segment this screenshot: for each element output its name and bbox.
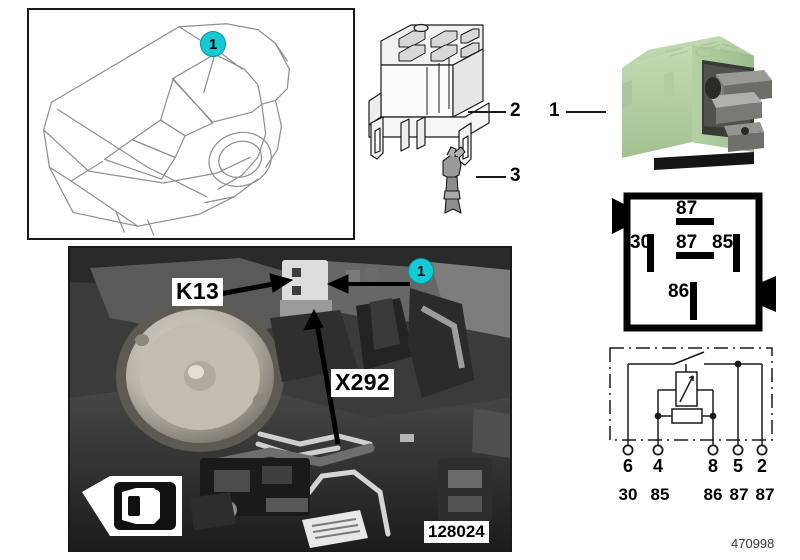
parts-outline-svg xyxy=(368,23,490,214)
svg-text:30: 30 xyxy=(630,232,651,253)
vehicle-outline-svg xyxy=(42,23,290,236)
svg-text:30: 30 xyxy=(619,485,638,504)
leader-line-part-2 xyxy=(468,111,506,113)
svg-text:2: 2 xyxy=(757,456,767,476)
part-number-2: 2 xyxy=(510,100,521,121)
svg-text:6: 6 xyxy=(623,456,633,476)
leader-line-part-3 xyxy=(476,176,506,178)
leader-line-part-1 xyxy=(566,111,606,113)
photo-label-relay-k13: K13 xyxy=(172,278,224,306)
svg-text:5: 5 xyxy=(733,456,743,476)
exploded-parts-drawing xyxy=(355,5,570,215)
relay-terminal-layout: 87 30 87 85 86 xyxy=(600,190,795,335)
vehicle-callout-badge-1: 1 xyxy=(200,31,226,57)
photograph-content-svg xyxy=(70,248,510,550)
terminal-layout-svg: 87 30 87 85 86 xyxy=(612,192,776,332)
document-reference-number: 470998 xyxy=(731,536,775,551)
svg-text:87: 87 xyxy=(730,485,749,504)
svg-text:87: 87 xyxy=(676,198,697,219)
terminal-blade-85 xyxy=(733,234,740,272)
installation-photograph xyxy=(68,246,512,552)
svg-text:87: 87 xyxy=(676,232,697,253)
vehicle-location-drawing xyxy=(27,8,355,240)
terminal-blade-86 xyxy=(690,282,697,320)
part-number-1: 1 xyxy=(549,100,560,121)
svg-text:4: 4 xyxy=(653,456,663,476)
terminal-blade-30 xyxy=(647,234,654,272)
relay-circuit-diagram: 6 4 8 5 2 30 85 86 87 87 xyxy=(600,340,795,505)
circuit-diagram-svg: 6 4 8 5 2 30 85 86 87 87 xyxy=(609,347,775,504)
relay-image-svg xyxy=(622,36,772,170)
svg-text:85: 85 xyxy=(712,232,734,253)
terminal-blade-87-center xyxy=(676,252,714,259)
svg-text:85: 85 xyxy=(651,485,670,504)
svg-text:87: 87 xyxy=(756,485,775,504)
photo-label-connector-x292: X292 xyxy=(331,369,394,397)
relay-product-image xyxy=(604,30,784,185)
svg-text:86: 86 xyxy=(668,281,689,302)
vehicle-front-direction-icon xyxy=(82,476,182,536)
svg-text:8: 8 xyxy=(708,456,718,476)
terminal-blade-87-top xyxy=(676,218,714,225)
photo-reference-number: 128024 xyxy=(424,521,489,543)
svg-text:86: 86 xyxy=(704,485,723,504)
photo-callout-badge-1: 1 xyxy=(408,258,434,284)
part-number-3: 3 xyxy=(510,165,521,186)
